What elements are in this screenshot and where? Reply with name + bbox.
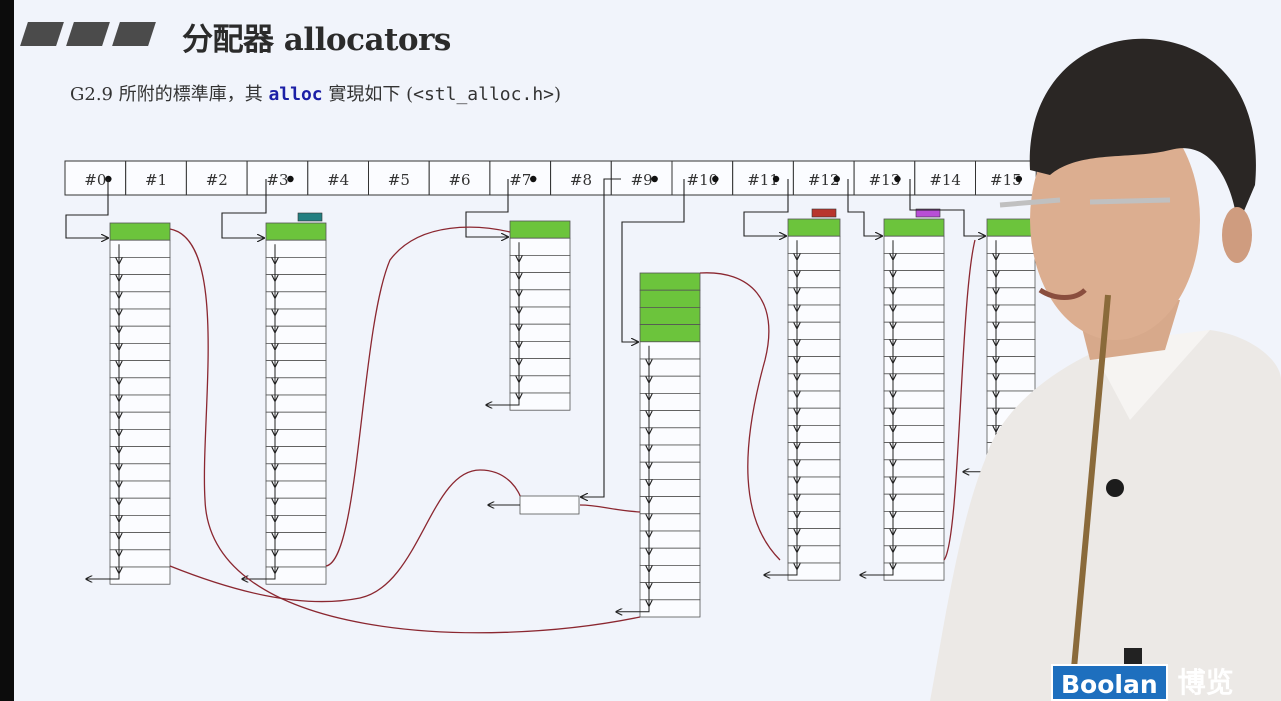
slot-9-pointer xyxy=(581,178,621,497)
subtitle-code: <stl_alloc.h> xyxy=(413,84,554,105)
free-list-slot-label: #6 xyxy=(448,171,470,189)
free-list-slot-label: #15 xyxy=(990,171,1022,189)
slot-12-pointer xyxy=(847,179,882,236)
subtitle-suffix: ) xyxy=(554,84,562,105)
chain-tail-arrow xyxy=(242,571,276,579)
presenter-shirt xyxy=(930,330,1281,701)
chunk-link-13-to-15 xyxy=(943,239,976,561)
memory-chains xyxy=(86,208,1036,618)
slot-pointer-dot xyxy=(287,175,294,183)
presenter-hair xyxy=(1029,38,1256,225)
free-list-slot-label: #4 xyxy=(327,171,349,189)
free-list-array: #0 #1 #2 #3 #4 #5 #6 #7 #8 #9 #10 #11 #12 #13 #14 #15 xyxy=(64,160,1037,196)
free-list-slot-box xyxy=(307,160,369,196)
free-list-slot-label: #9 xyxy=(631,171,653,189)
free-list-slot-box xyxy=(368,160,430,196)
chain-slot-0 xyxy=(86,222,171,585)
chain-tail-arrow xyxy=(486,397,520,405)
free-list-slot-box xyxy=(732,160,794,196)
free-block xyxy=(883,562,945,581)
presenter-glasses xyxy=(999,197,1171,208)
free-block xyxy=(639,599,701,618)
chain-slot-13 xyxy=(860,208,945,581)
chain-tail-arrow xyxy=(86,571,120,579)
subtitle-prefix: G2.9 所附的標準庫，其 xyxy=(70,84,269,105)
logo-text-zh: 博览 xyxy=(1177,666,1234,699)
slot-pointer-dot xyxy=(1015,175,1023,183)
free-list-slot-label: #8 xyxy=(570,171,592,189)
free-list-slot-label: #3 xyxy=(266,171,288,189)
chunk-link-0-to-9 xyxy=(169,228,641,634)
chain-slot-11 xyxy=(764,208,841,581)
chunk-link-0-tail xyxy=(169,469,521,603)
chain-tail-arrow xyxy=(616,603,650,612)
free-list-slot-box xyxy=(550,160,612,196)
slide-subtitle: G2.9 所附的標準庫，其 alloc 實現如下 (<stl_alloc.h>) xyxy=(70,80,561,106)
free-list-slot-label: #12 xyxy=(808,171,840,189)
block-tag xyxy=(297,212,323,222)
slot-11-pointer xyxy=(743,179,789,236)
free-list-slot-box xyxy=(428,160,491,196)
chain-links xyxy=(65,178,985,634)
slot-pointer-dot xyxy=(833,175,840,183)
free-list-slot-label: #2 xyxy=(206,171,228,189)
chunk-link-extra xyxy=(579,504,641,513)
slot-0-pointer xyxy=(65,179,108,238)
slot-pointer-dot xyxy=(894,175,901,183)
slot-pointer-dot xyxy=(651,175,658,183)
presenter-mouth xyxy=(1038,287,1087,300)
free-list-slot-label: #14 xyxy=(929,171,961,189)
presenter-microphone xyxy=(1106,479,1124,497)
slot-3-pointer xyxy=(221,179,267,238)
free-list-slot-label: #11 xyxy=(747,171,779,189)
chain-tail-arrow xyxy=(764,567,798,575)
free-list-slot-box xyxy=(489,160,552,196)
slot-pointer-dot xyxy=(772,175,780,183)
free-block xyxy=(109,566,171,585)
free-list-slot-box xyxy=(64,160,127,196)
block-tag xyxy=(811,208,837,218)
chain-slot-9 xyxy=(616,272,701,618)
free-list-slot-label: #7 xyxy=(509,171,531,189)
subtitle-middle: 實現如下 ( xyxy=(322,84,414,105)
slot-13-pointer xyxy=(909,179,985,236)
presenter-ear xyxy=(1222,207,1252,263)
slide-title: 分配器 allocators xyxy=(182,22,451,58)
free-list-slot-label: #13 xyxy=(869,171,901,189)
chain-slot-3 xyxy=(242,212,327,585)
free-list-slot-box xyxy=(853,160,916,196)
subtitle-keyword: alloc xyxy=(268,84,323,105)
slot-pointer-dot xyxy=(712,175,719,183)
slot-10-pointer xyxy=(621,179,685,342)
free-list-slot-box xyxy=(671,160,734,196)
free-list-slot-box xyxy=(792,160,855,196)
free-list-slot-label: #0 xyxy=(84,171,106,189)
free-block xyxy=(509,392,571,411)
free-list-slot-label: #10 xyxy=(687,171,719,189)
free-list-slot-label: #5 xyxy=(388,171,410,189)
slot-7-pointer xyxy=(465,179,508,237)
logo-text-en: Boolan xyxy=(1051,664,1168,701)
boolan-logo: Boolan 博览 xyxy=(1051,664,1267,701)
free-list-slot-label: #1 xyxy=(145,171,167,189)
slot-pointer-dot xyxy=(530,175,537,183)
free-block xyxy=(265,566,327,585)
chunk-link-9-to-11 xyxy=(699,272,781,561)
chain-slot-7 xyxy=(486,220,571,411)
chain-tail-arrow xyxy=(860,567,894,575)
block-tag xyxy=(915,208,941,218)
chunk-link-3-to-7 xyxy=(325,226,511,567)
free-list-slot-box xyxy=(914,160,976,196)
free-block xyxy=(787,562,841,581)
presenter-pointer-stick xyxy=(1069,294,1111,691)
